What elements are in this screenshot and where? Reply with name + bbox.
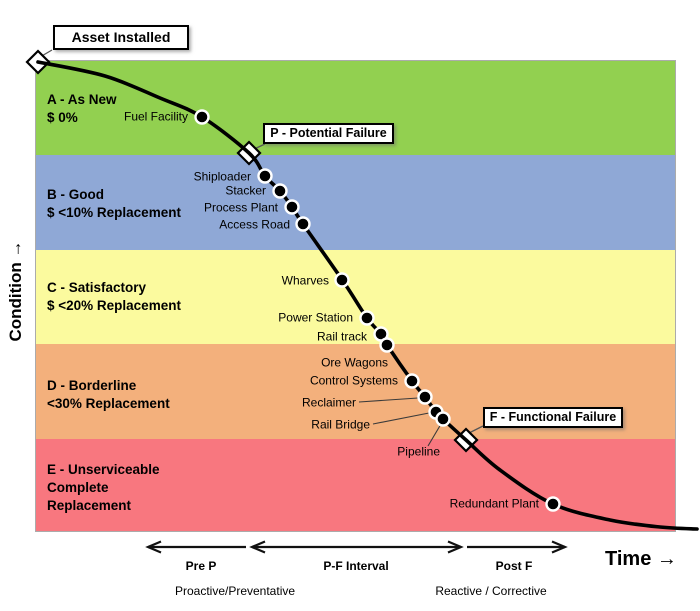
asset-leader-line <box>372 412 430 425</box>
condition-band-c <box>36 250 676 344</box>
timeline-label: Reactive / Corrective <box>435 584 547 598</box>
y-axis-label: Condition → <box>6 240 25 342</box>
asset-label: Power Station <box>278 310 353 325</box>
asset-label: Shiploader <box>193 169 251 184</box>
asset-dot <box>417 389 433 405</box>
asset-label: Rail Bridge <box>311 417 370 432</box>
asset-label: Reclaimer <box>301 395 356 410</box>
timeline-label: P-F Interval <box>323 559 389 573</box>
condition-band-b <box>36 155 676 250</box>
asset-label: Redundant Plant <box>449 496 539 511</box>
arrowhead-icon <box>249 540 266 554</box>
timeline-label: Proactive/Preventative <box>174 584 296 598</box>
asset-label: Rail track <box>316 329 367 344</box>
band-cost: Complete Replacement <box>47 480 132 513</box>
asset-label: Ore Wagons <box>321 355 388 370</box>
band-name: E - Unserviceable <box>47 462 160 477</box>
timeline-label: Pre P <box>185 559 217 573</box>
arrowhead-icon <box>145 540 162 554</box>
arrowhead-icon <box>447 540 464 554</box>
asset-label: Access Road <box>219 217 290 232</box>
asset-dot <box>359 310 375 326</box>
asset-label: Pipeline <box>397 444 440 459</box>
band-label-block: C - Satisfactory $ <20% Replacement <box>47 279 181 315</box>
asset-dot <box>284 199 300 215</box>
band-name: C - Satisfactory <box>47 280 147 295</box>
band-cost: <30% Replacement <box>47 396 170 411</box>
asset-label: Process Plant <box>203 200 278 215</box>
asset-dot <box>257 168 273 184</box>
callout-potential-failure: P - Potential Failure <box>263 123 394 144</box>
asset-dot <box>334 272 350 288</box>
asset-leader-line <box>427 423 442 447</box>
callout-asset-installed: Asset Installed <box>53 25 189 50</box>
band-label-block: B - Good $ <10% Replacement <box>47 186 181 222</box>
band-label-block: D - Borderline <30% Replacement <box>47 377 170 413</box>
asset-dot <box>435 411 451 427</box>
asset-dot <box>545 496 561 512</box>
asset-dot <box>404 373 420 389</box>
callout-leader-line <box>468 425 484 434</box>
band-label-block: A - As New $ 0% <box>47 91 117 127</box>
condition-band-e <box>36 439 676 532</box>
asset-label: Fuel Facility <box>123 109 188 124</box>
band-cost: $ 0% <box>47 110 78 125</box>
asset-label: Stacker <box>225 183 266 198</box>
asset-dot <box>379 337 395 353</box>
band-cost: $ <10% Replacement <box>47 205 181 220</box>
asset-label: Wharves <box>281 273 329 288</box>
asset-label: Control Systems <box>309 373 398 388</box>
asset-dot <box>194 109 210 125</box>
asset-leader-line <box>358 397 419 403</box>
timeline-label: Post F <box>495 559 533 573</box>
band-name: A - As New <box>47 92 117 107</box>
band-cost: $ <20% Replacement <box>47 298 181 313</box>
x-axis-label: Time → <box>605 548 677 570</box>
band-name: B - Good <box>47 187 104 202</box>
asset-dot <box>272 183 288 199</box>
asset-dot <box>295 216 311 232</box>
callout-functional-failure: F - Functional Failure <box>483 407 623 428</box>
band-name: D - Borderline <box>47 378 137 393</box>
arrowhead-icon <box>551 540 568 554</box>
